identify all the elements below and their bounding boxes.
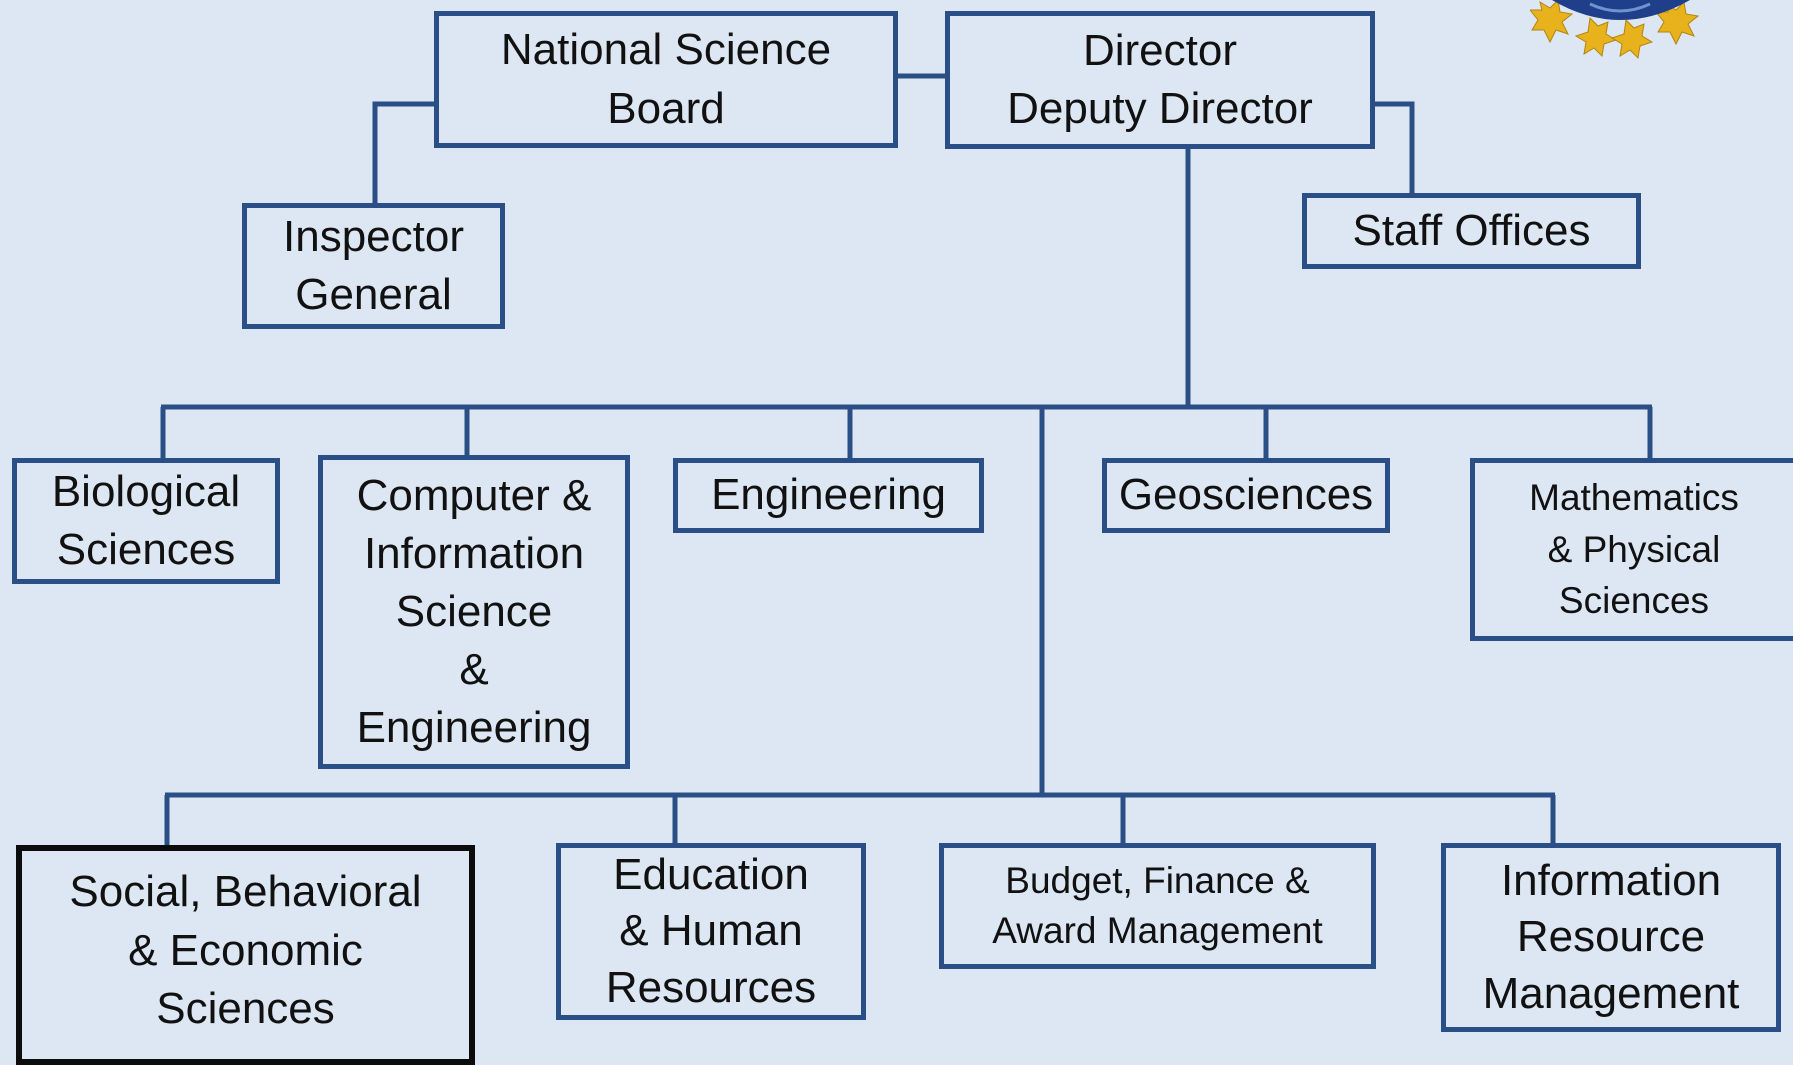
staff-offices-label: Staff Offices [1352,205,1591,255]
biological-sciences-label: Biological Sciences [51,466,241,574]
connector-director-staff-offices [1374,101,1415,194]
engineering-label: Engineering [711,470,946,520]
social-behavioral-economic-sciences-label: Social, Behavioral & Economic Sciences [69,867,422,1034]
education-human-resources-label: Education & Human Resources [605,850,817,1012]
geosciences-box[interactable]: Geosciences [1102,458,1390,533]
budget-finance-award-management-box[interactable]: Budget, Finance & Award Management [939,843,1376,969]
national-science-board-label: National Science Board [500,25,832,133]
mathematics-physical-sciences-box[interactable]: Mathematics & Physical Sciences [1470,458,1793,641]
biological-sciences-box[interactable]: Biological Sciences [12,458,280,584]
engineering-box[interactable]: Engineering [673,458,984,533]
inspector-general-label: Inspector General [283,211,464,319]
connector-nsb-inspector-general [372,101,434,204]
director-label: Director Deputy Director [1007,25,1313,133]
information-resource-management-label: Information Resource Management [1482,856,1740,1018]
national-science-board-box[interactable]: National Science Board [434,11,898,148]
staff-offices-box[interactable]: Staff Offices [1302,193,1641,269]
social-behavioral-economic-sciences-box[interactable]: Social, Behavioral & Economic Sciences [16,845,475,1065]
budget-finance-award-management-label: Budget, Finance & Award Management [992,860,1323,951]
computer-information-science-engineering-box[interactable]: Computer & Information Science & Enginee… [318,455,630,769]
computer-information-science-engineering-label: Computer & Information Science & Enginee… [356,470,592,753]
information-resource-management-box[interactable]: Information Resource Management [1441,843,1781,1032]
education-human-resources-box[interactable]: Education & Human Resources [556,843,866,1020]
geosciences-label: Geosciences [1118,470,1374,520]
mathematics-physical-sciences-label: Mathematics & Physical Sciences [1529,476,1739,622]
nsf-logo-icon [1530,0,1700,60]
inspector-general-box[interactable]: Inspector General [242,203,505,329]
director-box[interactable]: Director Deputy Director [945,11,1375,149]
